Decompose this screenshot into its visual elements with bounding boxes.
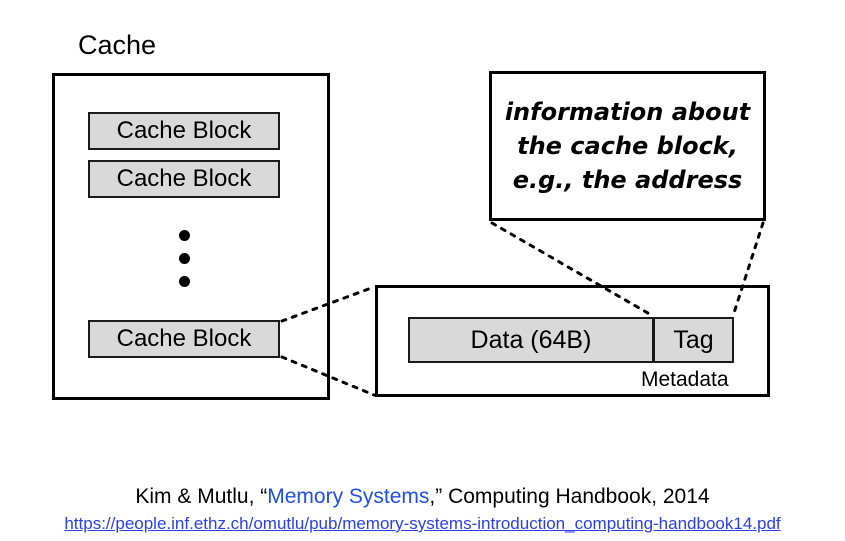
cache-block-1: Cache Block bbox=[88, 112, 280, 150]
caption-suffix: ,” Computing Handbook, 2014 bbox=[429, 485, 710, 508]
data-field-box: Data (64B) bbox=[408, 317, 654, 363]
metadata-label: Metadata bbox=[641, 368, 729, 391]
ellipsis-dot-2 bbox=[179, 253, 190, 264]
caption: Kim & Mutlu, “Memory Systems,” Computing… bbox=[0, 484, 845, 534]
cache-block-last: Cache Block bbox=[88, 320, 280, 358]
tag-field-box: Tag bbox=[653, 317, 734, 363]
caption-citation: Kim & Mutlu, “Memory Systems,” Computing… bbox=[0, 484, 845, 510]
callout-box: information about the cache block, e.g.,… bbox=[489, 71, 766, 221]
cache-block-2: Cache Block bbox=[88, 160, 280, 198]
caption-prefix: Kim & Mutlu, “ bbox=[135, 485, 268, 508]
ellipsis-dot-3 bbox=[179, 276, 190, 287]
caption-url-link[interactable]: https://people.inf.ethz.ch/omutlu/pub/me… bbox=[64, 514, 781, 533]
caption-link-text[interactable]: Memory Systems bbox=[267, 485, 430, 508]
callout-text: information about the cache block, e.g.,… bbox=[504, 98, 751, 194]
cache-title-label: Cache bbox=[78, 30, 157, 60]
vertical-ellipsis-icon bbox=[176, 230, 194, 294]
ellipsis-dot-1 bbox=[179, 230, 190, 241]
